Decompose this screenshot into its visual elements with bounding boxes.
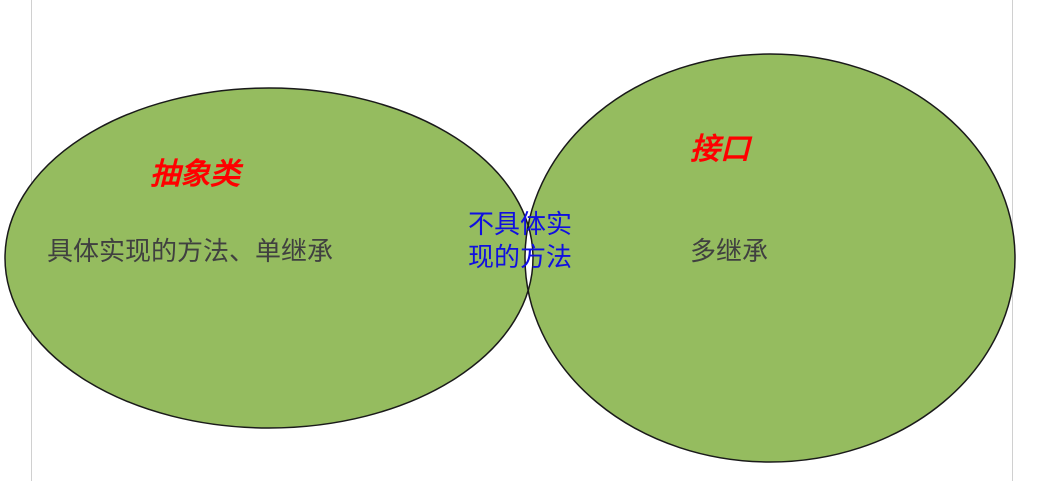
left-set-ellipse [5, 88, 533, 428]
left-set-outline [4, 87, 534, 429]
intersection-line-2: 现的方法 [467, 242, 572, 273]
right-set-description: 多继承 [690, 237, 769, 267]
right-set-outline [524, 53, 1016, 463]
intersection-label: 不具体实 现的方法 [445, 209, 595, 274]
left-set-title: 抽象类 [150, 157, 240, 192]
left-set-description: 具体实现的方法、单继承 [47, 237, 334, 267]
right-set-title: 接口 [690, 132, 750, 167]
right-set-ellipse [525, 54, 1015, 462]
intersection-line-1: 不具体实 [467, 210, 572, 240]
